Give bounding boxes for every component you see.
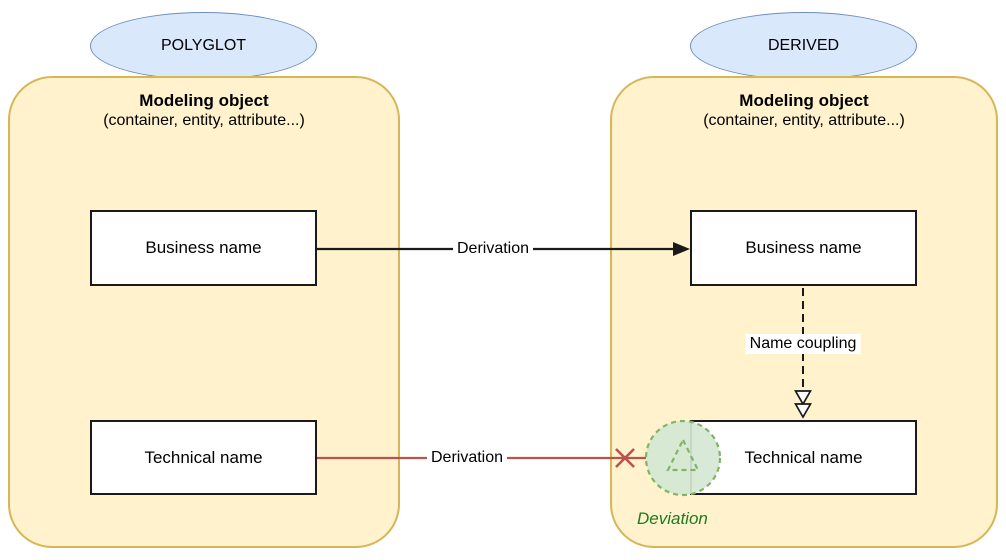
polyglot-business-name-label: Business name	[145, 238, 262, 257]
polyglot-container-head: Modeling object (container, entity, attr…	[10, 90, 398, 131]
polyglot-tag-ellipse: POLYGLOT	[90, 12, 317, 80]
polyglot-technical-name-label: Technical name	[144, 447, 263, 467]
deviation-label: Deviation	[637, 509, 708, 528]
derived-container-head: Modeling object (container, entity, attr…	[612, 90, 996, 131]
derived-tag-ellipse: DERIVED	[690, 12, 917, 80]
name-coupling-label: Name coupling	[745, 334, 861, 354]
derived-container-subtitle: (container, entity, attribute...)	[703, 112, 905, 129]
polyglot-tag-label: POLYGLOT	[160, 37, 247, 54]
derived-technical-name-label: Technical name	[744, 447, 863, 467]
derived-tag-label: DERIVED	[767, 37, 840, 54]
polyglot-container-title: Modeling object	[139, 91, 269, 110]
polyglot-technical-name-box: Technical name	[90, 420, 317, 495]
derived-container-title: Modeling object	[739, 91, 869, 110]
business-derivation-label: Derivation	[452, 239, 534, 259]
technical-derivation-label: Derivation	[426, 448, 508, 468]
polyglot-container-subtitle: (container, entity, attribute...)	[103, 112, 305, 129]
derived-technical-name-box: Technical name	[690, 420, 917, 495]
derived-business-name-box: Business name	[690, 210, 917, 286]
polyglot-business-name-box: Business name	[90, 210, 317, 286]
derived-business-name-label: Business name	[745, 238, 862, 257]
